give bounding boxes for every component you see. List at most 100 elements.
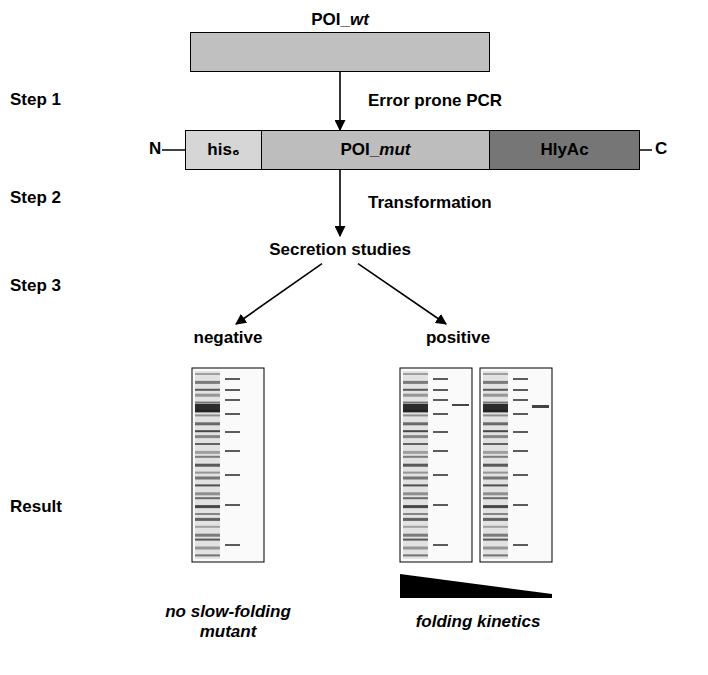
marker-band <box>225 544 240 546</box>
gel-band <box>403 451 428 454</box>
marker-band <box>513 450 528 452</box>
marker-band <box>433 431 448 433</box>
gel-band <box>195 381 220 384</box>
side-label: Result <box>10 497 62 517</box>
gel-band <box>403 456 428 458</box>
marker-band <box>433 399 448 401</box>
gel-band <box>403 547 428 550</box>
marker-band <box>433 544 448 546</box>
gel-band <box>403 422 428 425</box>
gel-band <box>403 505 428 508</box>
gel-band <box>195 414 220 416</box>
gel-frame <box>192 368 264 562</box>
gel-band <box>483 373 508 375</box>
gel-band <box>403 513 428 515</box>
gel-band <box>403 381 428 384</box>
marker-band <box>513 399 528 401</box>
gel-band <box>483 554 508 556</box>
side-label: Step 2 <box>10 188 61 208</box>
marker-band <box>513 431 528 433</box>
box-label: negative <box>192 328 265 348</box>
gel-band <box>483 547 508 550</box>
side-label: Step 1 <box>10 90 61 110</box>
marker-band <box>433 413 448 415</box>
gel-band <box>195 497 220 499</box>
gel-band <box>195 518 220 521</box>
gel-band <box>403 534 428 537</box>
secreted-band <box>532 405 549 408</box>
gel-band <box>483 381 508 384</box>
gel-band <box>483 443 508 445</box>
terminus-line <box>162 149 185 151</box>
gel-band <box>403 435 428 438</box>
gel-band <box>403 443 428 445</box>
outcome-text: positive <box>424 328 493 348</box>
marker-band <box>513 389 528 391</box>
result-caption: folding kinetics <box>393 612 563 632</box>
gel-band <box>195 430 220 432</box>
gel-band <box>403 414 428 416</box>
gel-band <box>195 534 220 537</box>
gel-band <box>483 472 508 474</box>
flow-arrow <box>339 170 341 236</box>
gel-band <box>195 539 220 541</box>
flow-arrow <box>358 264 446 324</box>
marker-band <box>433 389 448 391</box>
marker-band <box>225 399 240 401</box>
gel-band <box>195 435 220 438</box>
text-part: wt <box>350 10 369 29</box>
marker-band <box>513 544 528 546</box>
box-label: positive <box>424 328 493 348</box>
box-label: his₆ <box>207 140 239 160</box>
text-part: POI_ <box>311 10 350 29</box>
gel-band <box>483 389 508 391</box>
flow-arrow <box>236 264 322 324</box>
edge-label: Error prone PCR <box>368 91 502 111</box>
marker-band <box>225 431 240 433</box>
gel-band <box>483 505 508 508</box>
gel-band <box>483 518 508 521</box>
gel-band <box>403 394 428 397</box>
gel-image <box>400 368 472 562</box>
gel-band <box>195 484 220 486</box>
marker-band <box>225 378 240 380</box>
gel-band <box>195 404 220 412</box>
gel-lane <box>403 371 428 559</box>
marker-band <box>225 450 240 452</box>
edge-label: Transformation <box>368 193 492 213</box>
gel-band <box>483 534 508 537</box>
gel-band <box>195 526 220 528</box>
gel-band <box>483 492 508 495</box>
gel-image <box>192 368 264 562</box>
gel-band <box>483 477 508 480</box>
box-label: Secretion studies <box>267 240 413 260</box>
box-label: HlyAc <box>540 140 588 160</box>
gel-band <box>403 477 428 480</box>
gel-band <box>195 505 220 508</box>
gel-frame <box>480 368 552 562</box>
gene-box: POI_wt <box>190 32 490 72</box>
gel-band <box>483 404 508 412</box>
gel-band <box>483 430 508 432</box>
gel-band <box>195 513 220 515</box>
gel-band <box>195 472 220 474</box>
gel-band <box>483 414 508 416</box>
kinetics-wedge <box>400 574 552 598</box>
gel-frame <box>400 368 472 562</box>
result-caption: no slow-folding mutant <box>153 602 303 643</box>
gel-band <box>195 554 220 556</box>
gel-band <box>403 539 428 541</box>
marker-band <box>225 474 240 476</box>
marker-band <box>433 504 448 506</box>
gel-band <box>195 451 220 454</box>
gel-band <box>403 492 428 495</box>
text-part: POI_ <box>341 140 380 159</box>
secreted-band <box>452 404 469 406</box>
marker-band <box>225 504 240 506</box>
gel-band <box>483 435 508 438</box>
flow-arrow <box>339 72 341 130</box>
gel-band <box>403 402 428 404</box>
protein-segment: POI_mut <box>262 130 490 170</box>
